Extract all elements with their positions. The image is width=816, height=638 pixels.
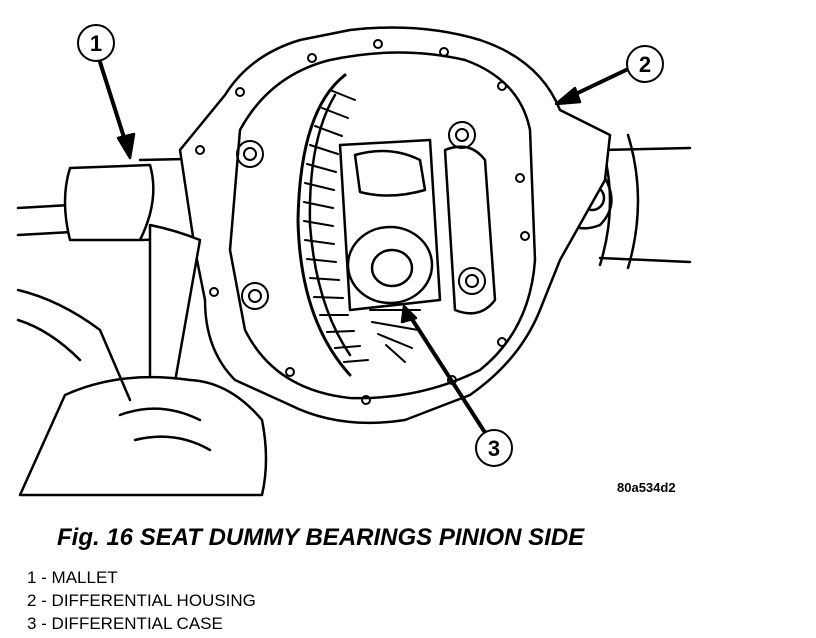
callout-1: 1: [77, 24, 136, 160]
differential-housing: [178, 26, 612, 425]
figure-id: 80a534d2: [617, 480, 676, 495]
figure-caption: Fig. 16 SEAT DUMMY BEARINGS PINION SIDE: [57, 524, 585, 551]
mallet: [16, 223, 268, 497]
legend-item-mallet: 1 - MALLET: [27, 568, 118, 587]
cover-bolts: [195, 39, 530, 405]
callout-3: 3: [400, 304, 513, 467]
legend-item-differential-case: 3 - DIFFERENTIAL CASE: [27, 614, 223, 633]
callout-3-number: 3: [488, 436, 500, 461]
differential-case: [338, 138, 497, 315]
callout-2-number: 2: [639, 52, 651, 77]
callout-legend: 1 - MALLET 2 - DIFFERENTIAL HOUSING 3 - …: [27, 566, 256, 635]
ring-gear: [296, 73, 421, 377]
legend-item-differential-housing: 2 - DIFFERENTIAL HOUSING: [27, 591, 256, 610]
differential-illustration: 1 2 3: [16, 24, 692, 497]
callout-2: 2: [554, 45, 664, 106]
callout-1-number: 1: [90, 31, 102, 56]
